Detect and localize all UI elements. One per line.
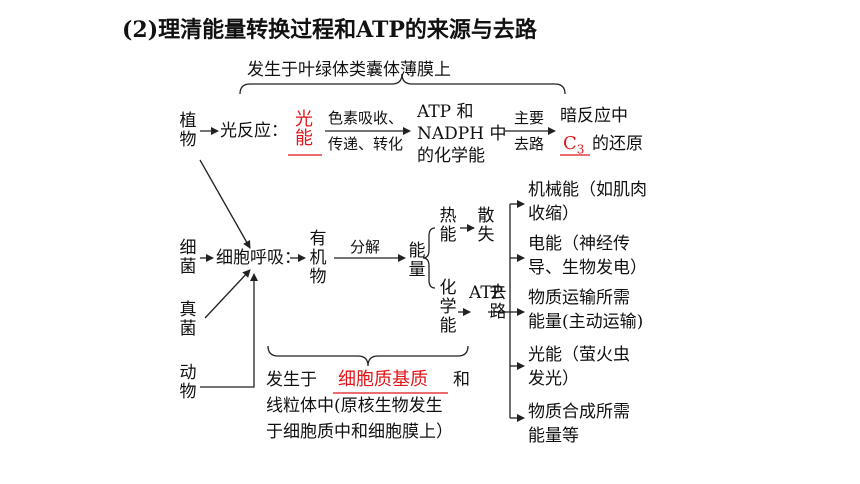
cell-respiration-label: 细胞呼吸： [216,248,301,268]
c3-answer: C3 [563,133,585,157]
bottom-note-suffix: 和 [453,370,470,390]
use-mechanical-line2: 收缩） [528,204,579,224]
top-brace [239,73,566,95]
whereabouts-label: 去路 [514,135,545,153]
organism-bacteria: 细菌 [179,238,197,277]
use-electrical-line1: 电能（神经传 [528,234,630,254]
atp-nadph-line1: ATP 和 [417,102,474,122]
atp-nadph-line3: 的化学能 [417,146,485,166]
organic-matter-label: 有机物 [309,229,327,287]
dark-reaction-label: 暗反应中 [560,106,628,126]
decompose-label: 分解 [350,238,381,256]
top-note: 发生于叶绿体类囊体薄膜上 [247,60,451,80]
chemical-energy-label: 化学能 [439,278,457,336]
use-electrical-line2: 导、生物发电） [528,258,647,278]
bottom-note-line3: 于细胞质中和细胞膜上） [266,422,453,442]
arrow-plant-resp [199,159,251,249]
energy-label: 能量 [408,241,426,280]
energy-brace [422,227,436,289]
bottom-note-prefix: 发生于 [266,370,317,390]
organism-plant: 植物 [179,111,197,150]
pigment-absorb-label: 色素吸收、 [328,109,404,127]
atp-nadph-line2: NADPH 中 [417,124,507,144]
use-synthesis-line1: 物质合成所需 [528,402,630,422]
heat-energy-label: 热能 [439,206,457,245]
main-label: 主要 [514,109,545,127]
atp-label: ATP [469,283,504,303]
organism-animal: 动物 [179,363,197,402]
use-synthesis-line2: 能量等 [528,426,579,446]
use-light-line1: 光能（萤火虫 [528,345,630,365]
light-reaction-label: 光反应： [220,121,288,141]
arrow-animal-resp [200,273,258,388]
atp-bracket [488,204,511,418]
transfer-convert-label: 传递、转化 [328,135,404,153]
reduction-label: 的还原 [592,134,643,154]
atp-whereabouts-label: 去路 [489,283,507,322]
use-light-line2: 发光） [528,369,579,389]
dissipate-label: 散失 [477,206,495,245]
use-transport-line1: 物质运输所需 [528,288,630,308]
use-mechanical-line1: 机械能（如肌肉 [528,180,647,200]
bottom-note-line2: 线粒体中(原核生物发生 [266,396,443,416]
bottom-brace [267,345,469,367]
cytoplasm-answer: 细胞质基质 [338,369,428,390]
use-transport-line2: 能量(主动运输) [528,312,644,332]
page-title: (2)理清能量转换过程和ATP的来源与去路 [122,17,537,43]
arrow-fungi-resp [204,269,251,319]
organism-fungi: 真菌 [179,300,197,339]
light-energy-answer: 光能 [295,109,313,149]
